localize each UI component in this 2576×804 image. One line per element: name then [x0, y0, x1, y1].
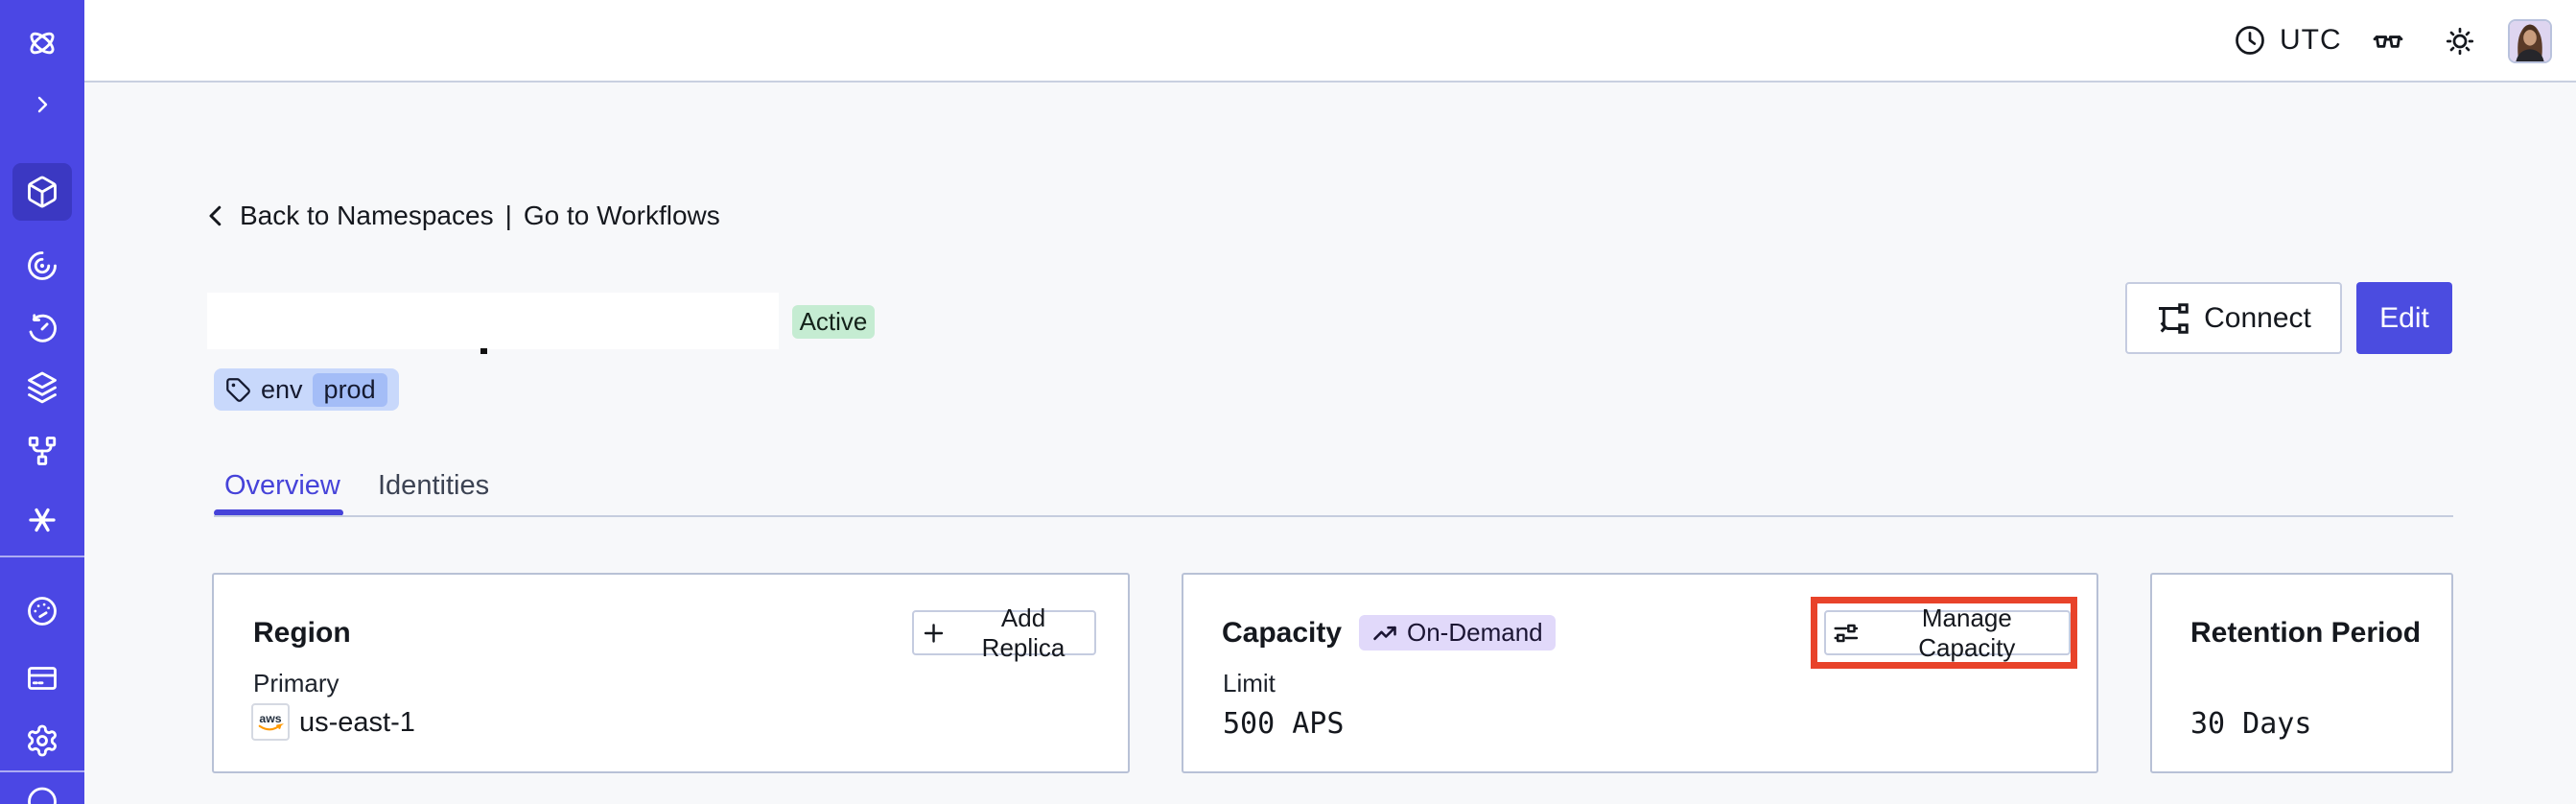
connect-button[interactable]: Connect — [2125, 282, 2342, 354]
primary-label: Primary — [253, 669, 340, 698]
breadcrumb: Back to Namespaces | Go to Workflows — [201, 196, 720, 236]
sidebar-item-layers-icon[interactable] — [0, 359, 84, 416]
tab-identities[interactable]: Identities — [378, 469, 490, 501]
edit-button[interactable]: Edit — [2356, 282, 2452, 354]
timezone-selector[interactable]: UTC — [2233, 0, 2342, 81]
namespace-title-descender — [480, 348, 487, 354]
chevron-left-icon[interactable] — [201, 201, 230, 230]
sun-icon[interactable] — [2443, 24, 2477, 63]
capacity-card-title: Capacity — [1222, 617, 1343, 649]
aws-provider-chip: aws — [251, 703, 290, 741]
glasses-icon[interactable] — [2370, 23, 2406, 64]
connect-icon — [2159, 302, 2189, 334]
breadcrumb-back-link[interactable]: Back to Namespaces — [240, 201, 494, 230]
capacity-card: Capacity On-Demand Manage Capacity Limit… — [1182, 573, 2098, 773]
sidebar-expand-chevron-right-icon[interactable] — [0, 87, 84, 122]
namespace-title-redacted — [207, 293, 779, 349]
region-card-title: Region — [253, 617, 351, 649]
active-tab-underline — [214, 509, 343, 516]
sidebar-item-namespaces-cube-icon[interactable] — [12, 163, 72, 221]
limit-label: Limit — [1223, 669, 1276, 698]
timezone-label: UTC — [2280, 24, 2342, 56]
sliders-icon — [1834, 624, 1859, 642]
avatar-photo — [2510, 21, 2550, 61]
trending-up-icon — [1373, 626, 1396, 640]
annotation-highlight-box — [1811, 597, 2077, 669]
sidebar-item-gauge-icon[interactable] — [0, 582, 84, 640]
tag-value-chip: prod — [312, 372, 387, 407]
retention-card: Retention Period 30 Days — [2150, 573, 2453, 773]
aws-logo-text: aws — [259, 712, 281, 725]
manage-capacity-button[interactable]: Manage Capacity — [1824, 603, 2071, 662]
tab-overview[interactable]: Overview — [224, 469, 340, 501]
sidebar-divider — [0, 556, 84, 557]
aws-smile-arrow — [258, 722, 285, 730]
sidebar-item-partial-circle-icon[interactable] — [0, 787, 84, 804]
connect-button-label: Connect — [2204, 301, 2311, 334]
tag-key: env — [261, 374, 303, 404]
sidebar-item-credit-card-icon[interactable] — [0, 650, 84, 707]
sidebar-item-asterisk-icon[interactable] — [0, 491, 84, 549]
avatar[interactable] — [2508, 19, 2552, 63]
region-value: us-east-1 — [299, 707, 415, 738]
tag-pill: env prod — [214, 368, 399, 411]
tag-icon — [226, 377, 250, 402]
sidebar-item-spiral-icon[interactable] — [0, 237, 84, 295]
breadcrumb-separator: | — [504, 201, 512, 230]
sidebar-item-history-clock-icon[interactable] — [0, 300, 84, 358]
region-card: Region Add Replica Primary aws us-east-1 — [212, 573, 1130, 773]
edit-button-label: Edit — [2379, 301, 2429, 334]
retention-card-title: Retention Period — [2190, 617, 2422, 649]
topbar: UTC — [84, 0, 2576, 83]
add-replica-button[interactable]: Add Replica — [912, 603, 1096, 662]
capacity-value: 500 APS — [1223, 707, 1345, 741]
on-demand-badge: On-Demand — [1359, 615, 1556, 650]
retention-value: 30 Days — [2190, 707, 2312, 741]
sidebar-item-workflow-branch-icon[interactable] — [0, 422, 84, 480]
on-demand-label: On-Demand — [1407, 618, 1543, 647]
tabs-divider — [214, 515, 2453, 517]
clock-icon — [2236, 26, 2264, 55]
manage-capacity-label: Manage Capacity — [1918, 603, 2016, 662]
temporal-logo[interactable] — [0, 26, 84, 60]
sidebar-item-gear-icon[interactable] — [0, 712, 84, 769]
sidebar-divider — [0, 770, 84, 772]
plus-icon — [924, 623, 944, 643]
breadcrumb-workflows-link[interactable]: Go to Workflows — [523, 201, 720, 230]
add-replica-label: Add Replica — [981, 603, 1066, 662]
status-badge: Active — [792, 305, 875, 339]
sidebar — [0, 0, 84, 804]
